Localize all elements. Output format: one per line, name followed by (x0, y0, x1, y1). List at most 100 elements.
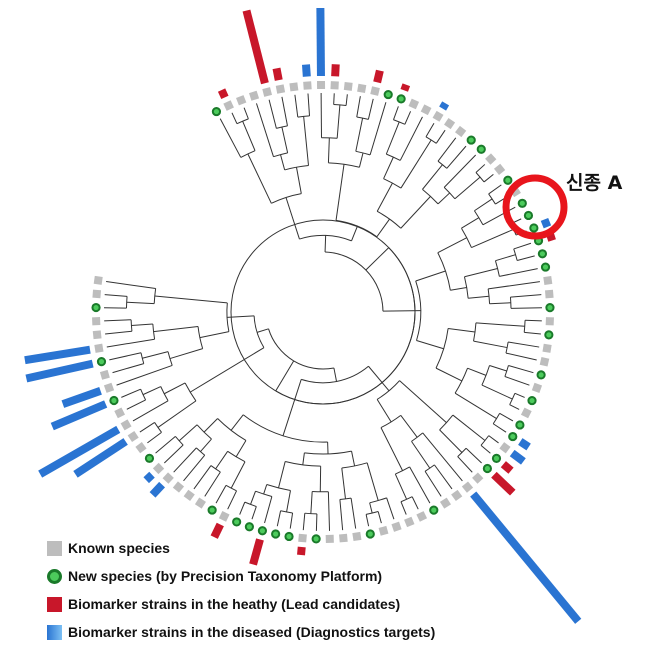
new-species-marker (545, 303, 555, 313)
tree-branch (204, 471, 221, 497)
tree-branch (424, 471, 442, 497)
new-species-marker (540, 262, 551, 272)
tree-branch (240, 150, 256, 158)
tree-branch (315, 513, 318, 531)
new-species-marker (466, 135, 476, 145)
tree-branch (275, 360, 295, 392)
known-species-marker (127, 430, 139, 443)
new-species-marker (523, 210, 534, 221)
tree-branch (385, 121, 400, 155)
known-species-marker (420, 104, 432, 116)
diseased-biomarker-bar (540, 217, 552, 229)
new-species-marker (207, 505, 217, 515)
known-species-marker (485, 153, 497, 165)
known-species-marker (262, 87, 272, 97)
tree-branch (242, 414, 328, 443)
tree-branch (235, 440, 247, 458)
tree-branch (425, 136, 437, 144)
tree-branch (376, 399, 392, 423)
tree-branch (483, 174, 494, 183)
tree-branch (475, 172, 485, 183)
tree-branch (294, 94, 299, 118)
tree-branch (125, 296, 128, 309)
known-species-marker (539, 356, 550, 367)
tree-branch (510, 294, 542, 298)
tree-branch (376, 182, 393, 212)
legend-label: Biomarker strains in the heathy (Lead ca… (68, 596, 401, 612)
known-species-marker (103, 382, 115, 393)
known-species-marker (391, 521, 402, 532)
new-species-a-highlight-circle (502, 174, 568, 240)
known-species-marker (531, 382, 543, 393)
tree-branch (266, 484, 291, 491)
tree-branch (443, 154, 477, 188)
tree-root-ring (230, 219, 416, 405)
tree-branch (163, 382, 186, 395)
tree-branch (155, 436, 176, 454)
known-species-marker (325, 534, 334, 544)
known-species-marker (275, 84, 286, 94)
tree-branch (415, 280, 422, 341)
known-species-marker (472, 472, 484, 484)
known-species-marker (543, 275, 553, 286)
tree-branch (524, 331, 541, 335)
known-species-marker (432, 110, 444, 122)
new-species-marker (515, 420, 525, 430)
tree-branch (255, 103, 274, 157)
tree-branch (437, 192, 451, 205)
legend-item-healthy: Biomarker strains in the heathy (Lead ca… (47, 590, 607, 618)
healthy-biomarker-bar (210, 522, 224, 539)
tree-branch (450, 286, 467, 291)
tree-branch (480, 444, 491, 454)
tree-branch (386, 153, 401, 161)
tree-branch (351, 225, 358, 242)
tree-branch (454, 392, 497, 420)
new-species-marker (482, 463, 492, 474)
tree-branch (140, 388, 147, 401)
tree-branch (416, 340, 444, 350)
tree-branch (350, 498, 357, 529)
tree-branch (488, 184, 502, 195)
tree-branch (131, 323, 153, 327)
known-species-marker (114, 407, 126, 419)
tree-branch (400, 496, 413, 503)
healthy-biomarker-bar (217, 88, 229, 100)
healthy-biomarker-bar (272, 67, 283, 81)
new-species-marker (284, 531, 294, 542)
tree-branch (508, 365, 534, 374)
tree-branch (489, 365, 507, 372)
tree-branch (193, 465, 212, 490)
tree-branch (355, 118, 364, 152)
new-species-marker (517, 198, 527, 208)
tree-branch (368, 365, 390, 392)
tree-branch (474, 210, 484, 226)
tree-branch (509, 404, 520, 410)
tree-branch (383, 156, 394, 179)
tree-branch (422, 188, 439, 205)
new-species-marker (144, 453, 155, 463)
tree-branch (404, 111, 412, 125)
known-species-marker (92, 330, 102, 340)
tree-branch (394, 473, 408, 500)
legend-item-known: Known species (47, 534, 607, 562)
tree-branch (130, 319, 133, 332)
tree-branch (499, 412, 514, 422)
tree-branch (365, 514, 370, 527)
known-species-marker (451, 489, 463, 502)
tree-branch (226, 302, 230, 332)
diseased-biomarker-bar (25, 359, 94, 383)
new-species-marker (396, 94, 406, 104)
tree-branch (399, 116, 423, 161)
tree-branch (495, 254, 516, 262)
known-species-marker (542, 343, 552, 353)
legend-label: Biomarker strains in the diseased (Diagn… (68, 624, 436, 640)
tree-branch (285, 197, 300, 240)
tree-branch (461, 217, 480, 229)
tree-branch (325, 251, 384, 312)
tree-branch (173, 447, 197, 473)
tree-branch (481, 384, 513, 400)
tree-branch (302, 452, 305, 465)
known-species-marker (162, 472, 174, 484)
tree-branch (492, 423, 507, 433)
tree-branch (499, 268, 538, 277)
